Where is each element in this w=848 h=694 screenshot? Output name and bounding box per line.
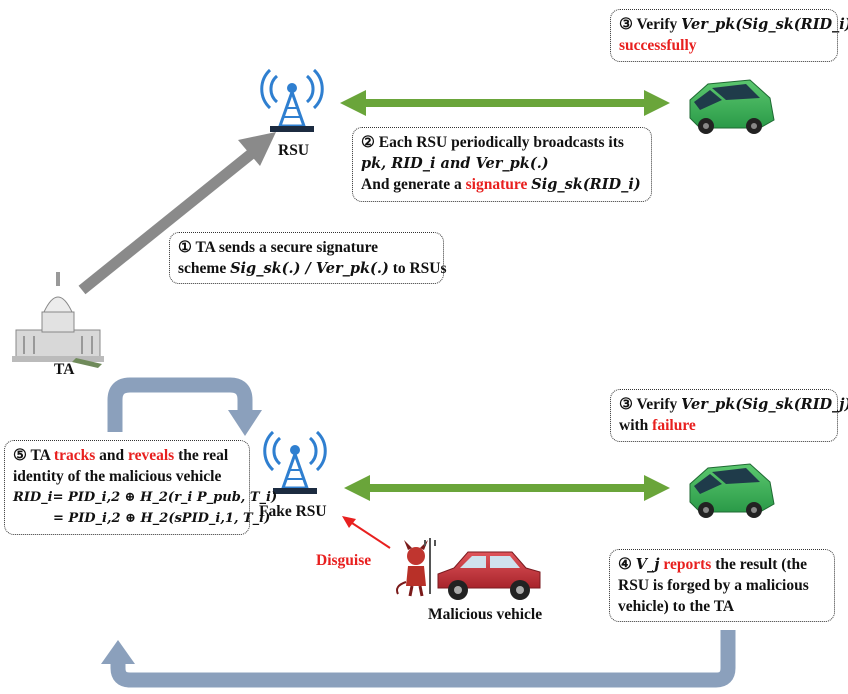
fake-rsu-label: Fake RSU <box>259 503 327 520</box>
fake-rsu-tower-icon <box>263 430 327 494</box>
step5-box: ⑤ TA tracks and reveals the real identit… <box>4 440 278 535</box>
step3-success-box: ③ Verify Ver_pk(Sig_sk(RID_i)) successfu… <box>610 9 848 62</box>
rsu-tower-icon <box>260 68 324 132</box>
malicious-vehicle-icon <box>437 551 541 600</box>
step1-box: ① TA sends a secure signature scheme Sig… <box>169 232 447 284</box>
step3-success-line1: ③ Verify Ver_pk(Sig_sk(RID_i)) <box>619 16 848 33</box>
ta-capitol-icon <box>12 272 104 368</box>
rsu-label: RSU <box>278 142 310 159</box>
green-vehicle-icon-2 <box>689 463 775 518</box>
step3-failure-box: ③ Verify Ver_pk(Sig_sk(RID_j)) with fail… <box>610 389 848 442</box>
step4-line3: vehicle) to the TA <box>618 598 735 615</box>
step2-line1: ② Each RSU periodically broadcasts its <box>361 134 624 151</box>
step2-line3: And generate a signature Sig_sk(RID_i) <box>361 176 641 193</box>
ta-to-rsu-arrow <box>78 132 276 295</box>
step3-success-line2: successfully <box>619 37 697 54</box>
step3-failure-line1: ③ Verify Ver_pk(Sig_sk(RID_j)) <box>619 396 848 413</box>
step2-box: ② Each RSU periodically broadcasts its p… <box>352 127 652 202</box>
report-return-arrow <box>101 630 736 688</box>
ta-to-fake-rsu-arrow <box>107 377 262 436</box>
step4-line2: RSU is forged by a malicious <box>618 577 809 594</box>
step5-line1: ⑤ TA tracks and reveals the real <box>13 447 229 464</box>
step5-line2: identity of the malicious vehicle <box>13 468 222 485</box>
step1-line2: scheme Sig_sk(.) / Ver_pk(.) to RSUs <box>178 260 447 277</box>
devil-attacker-icon <box>396 538 436 597</box>
step4-line1: ④ V_j reports the result (the <box>618 556 808 573</box>
step5-line4: = PID_i,2 ⊕ H_2(sPID_i,1, T_i) <box>53 511 271 526</box>
step3-failure-line2: with failure <box>619 417 696 434</box>
ta-label: TA <box>54 361 75 378</box>
fake-rsu-vehicle-broadcast-arrow <box>344 475 670 501</box>
step5-line3: RID_i= PID_i,2 ⊕ H_2(r_i P_pub, T_i) <box>13 490 278 505</box>
step2-line2: pk, RID_i and Ver_pk(.) <box>361 155 549 172</box>
disguise-label: Disguise <box>316 552 372 569</box>
rsu-vehicle-broadcast-arrow <box>340 90 670 116</box>
green-vehicle-icon <box>689 79 775 134</box>
disguise-arrow <box>342 516 391 549</box>
malicious-vehicle-label: Malicious vehicle <box>428 606 543 623</box>
step4-box: ④ V_j reports the result (the RSU is for… <box>609 549 835 622</box>
step1-line1: ① TA sends a secure signature <box>178 239 379 256</box>
